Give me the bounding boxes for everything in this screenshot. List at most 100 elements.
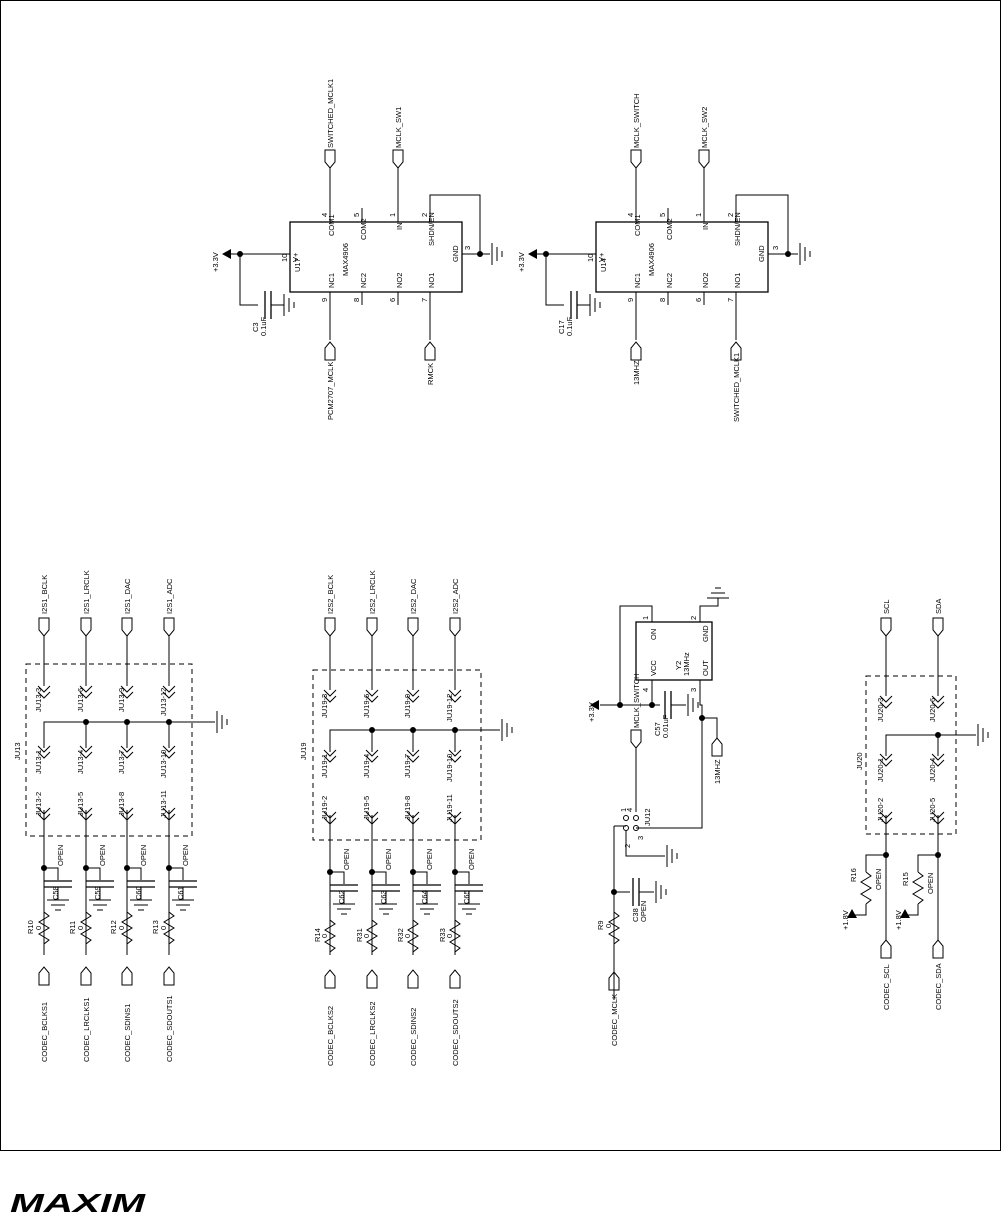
supply-label: +3.3V [587, 702, 596, 722]
pin-number: 2 [623, 844, 632, 848]
ic-body [595, 221, 769, 293]
jumper-ju12: MCLK_SWITCH JU12 1 2 3 4 C38 OPEN R9 0 C… [596, 673, 678, 1046]
net-label: CODEC_SDINS2 [409, 1008, 418, 1066]
pin-label: JU19-3 [320, 694, 329, 718]
pin-number: 8 [352, 298, 361, 302]
net-label: MCLK_SW1 [394, 107, 403, 148]
pin-label: NO1 [427, 273, 436, 288]
pin-label: SHDN/EN [427, 212, 436, 246]
schematic-diagram: SWITCHED_MCLK1 MCLK_SW1 PCM2707_MCLK RMC… [0, 0, 1001, 1151]
ic-ref: U17 [293, 258, 302, 272]
res-ref: R33 [438, 928, 447, 942]
ic-part: MAX4906 [341, 243, 350, 276]
pin-label: JU19-6 [362, 694, 371, 718]
pin-label: NO1 [733, 273, 742, 288]
cap-value: OPEN [181, 845, 190, 866]
supply-label: +1.8V [894, 910, 903, 930]
pin-number: 6 [388, 298, 397, 302]
net-label: CODEC_SDA [934, 963, 943, 1010]
pin-number: 2 [420, 213, 429, 217]
jumper-ref: JU20 [855, 752, 864, 770]
net-label: MCLK_SWITCH [632, 673, 641, 728]
pin-label: JU13-6 [76, 688, 85, 712]
net-label: SDA [934, 599, 943, 614]
cap-ref: C61 [176, 886, 185, 900]
res-value: 0 [403, 934, 412, 938]
pin-number: 3 [463, 246, 472, 250]
pin-label: JU19-9 [403, 694, 412, 718]
res-value: 0 [76, 926, 85, 930]
pin-number: 2 [726, 213, 735, 217]
pin-number: 3 [771, 246, 780, 250]
pin-label: JU13-9 [117, 688, 126, 712]
net-label: 13MHZ [632, 360, 641, 385]
pin-label: JU19-4 [362, 754, 371, 778]
pin-label: JU13-12 [159, 688, 168, 716]
res-value: OPEN [874, 869, 883, 890]
pin-label: IN [395, 223, 404, 231]
cap-value: OPEN [139, 845, 148, 866]
jumper-outline [312, 669, 482, 841]
net-label: I2S1_BCLK [40, 575, 49, 614]
net-label: CODEC_SDOUTS2 [451, 999, 460, 1066]
pin-number: 10 [586, 254, 595, 262]
pin-number: 7 [726, 298, 735, 302]
net-label: CODEC_BCLKS2 [326, 1006, 335, 1066]
pin-number: 9 [626, 298, 635, 302]
pin-label: IN [701, 223, 710, 231]
jumper-outline [865, 675, 957, 835]
cap-value: 0.01uF [661, 714, 670, 738]
net-label: CODEC_MCLK [610, 994, 619, 1046]
pin-label: OUT [701, 660, 710, 676]
pin-label: ON [649, 629, 658, 640]
pin-label: JU19-11 [445, 794, 454, 822]
cap-ref: C60 [134, 886, 143, 900]
res-value: 0 [362, 934, 371, 938]
pin-label: JU13-4 [76, 750, 85, 774]
jumper-ref: JU13 [13, 742, 22, 760]
pin-label: COM2 [665, 218, 674, 240]
pin-number: 4 [641, 688, 650, 692]
jumper-outline [25, 663, 193, 837]
pin-number: 6 [694, 298, 703, 302]
pin-label: JU20-3 [876, 698, 885, 722]
pin-number: 4 [320, 213, 329, 217]
net-label: I2S1_DAC [123, 578, 132, 614]
switch-u14: MCLK_SWITCH MCLK_SW2 13MHZ SWITCHED_MCLK… [517, 93, 811, 422]
pin-label: JU19-12 [445, 694, 454, 722]
pin-label: JU13-2 [34, 792, 43, 816]
header-ju13: JU13 I2S1_BCLK I2S1_LRCLK I2S1_DAC I2S1_… [13, 570, 228, 1062]
pin-number: 1 [694, 213, 703, 217]
net-label: 13MHZ [713, 759, 722, 784]
pin-label: COM2 [359, 218, 368, 240]
pin-label: JU20-4 [928, 758, 937, 782]
pin-label: NO2 [701, 273, 710, 288]
pin-label: COM1 [327, 214, 336, 236]
net-label: CODEC_SDOUTS1 [165, 995, 174, 1062]
pin-label: JU20-6 [928, 698, 937, 722]
pin-label: COM1 [633, 214, 642, 236]
pin-number: 7 [420, 298, 429, 302]
pin-label: GND [757, 245, 766, 262]
net-label: RMCK [426, 363, 435, 385]
res-value: 0 [445, 934, 454, 938]
cap-value: OPEN [384, 849, 393, 870]
pin-label: JU19-10 [445, 754, 454, 782]
pin-number: 4 [626, 213, 635, 217]
logo-text: MAXIM [10, 1190, 147, 1216]
net-label: I2S2_ADC [451, 578, 460, 614]
res-ref: R13 [151, 920, 160, 934]
pin-label: JU13-3 [34, 688, 43, 712]
pin-label: NC2 [665, 273, 674, 288]
pin-label: GND [451, 245, 460, 262]
ic-ref: U14 [599, 258, 608, 272]
res-ref: R31 [355, 928, 364, 942]
supply-label: +3.3V [211, 252, 220, 272]
jumper-ref: JU19 [299, 742, 308, 760]
jumper-ref: JU12 [643, 808, 652, 826]
osc-freq: 13MHz [682, 652, 691, 676]
net-label: SWITCHED_MCLK1 [732, 353, 741, 422]
pin-number: 1 [388, 213, 397, 217]
res-ref: R11 [68, 921, 77, 934]
pin-number: 5 [352, 213, 361, 217]
